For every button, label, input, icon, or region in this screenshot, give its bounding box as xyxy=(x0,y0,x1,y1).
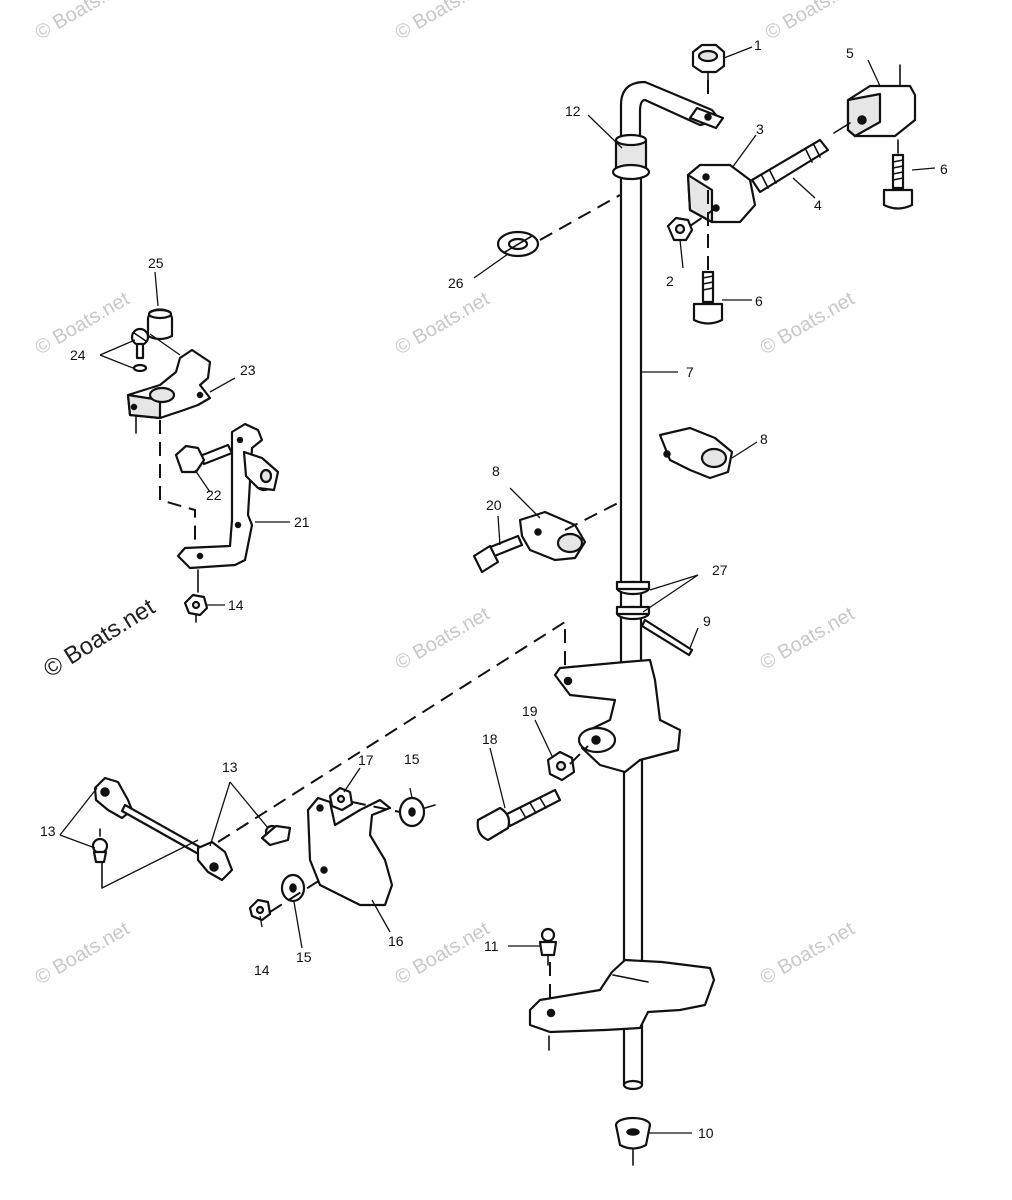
watermark: © Boats.net xyxy=(392,918,494,990)
bracket-3 xyxy=(686,163,757,224)
washer-15a xyxy=(398,796,436,828)
bushing-12 xyxy=(611,133,651,181)
bracket-21 xyxy=(176,422,280,570)
watermark: © Boats.net xyxy=(757,918,859,990)
callout-6b: 6 xyxy=(755,293,763,309)
axis-line xyxy=(351,801,401,813)
bolt-20 xyxy=(472,534,524,574)
clip-26 xyxy=(496,230,540,258)
callout-20: 20 xyxy=(486,497,502,513)
callout-15a: 15 xyxy=(404,751,420,767)
bracket-8-left xyxy=(518,510,587,562)
watermark: © Boats.net xyxy=(757,288,859,360)
watermark: © Boats.net xyxy=(762,0,864,44)
callout-19: 19 xyxy=(522,703,538,719)
callout-7: 7 xyxy=(686,364,694,380)
callout-13b: 13 xyxy=(40,823,56,839)
rings-27 xyxy=(615,580,651,621)
watermarks: © Boats.net © Boats.net © Boats.net © Bo… xyxy=(32,0,864,989)
watermark: © Boats.net xyxy=(757,603,859,675)
callout-15b: 15 xyxy=(296,949,312,965)
nut-2 xyxy=(666,216,694,242)
leader-line xyxy=(154,271,159,307)
callout-11: 11 xyxy=(484,938,499,954)
callout-21: 21 xyxy=(294,514,310,530)
nut-14b xyxy=(248,898,272,922)
ball-joint-11 xyxy=(538,927,558,966)
axis-line xyxy=(269,879,321,913)
nut-19 xyxy=(546,750,576,782)
callout-5: 5 xyxy=(846,45,854,61)
screw-24 xyxy=(130,327,150,373)
callout-1: 1 xyxy=(754,37,762,53)
pin-9 xyxy=(640,618,694,657)
callout-24: 24 xyxy=(70,347,86,363)
watermark: © Boats.net xyxy=(392,0,494,44)
rod-4 xyxy=(750,138,830,194)
leader-lines xyxy=(59,46,936,1134)
axis-line xyxy=(539,194,621,241)
nut-1 xyxy=(691,43,726,81)
callout-25: 25 xyxy=(148,255,164,271)
link-rod-13 xyxy=(91,776,292,889)
plate-23 xyxy=(126,348,212,420)
nut-17 xyxy=(328,786,354,812)
upper-arm-assembly xyxy=(553,658,682,774)
axis-line xyxy=(159,420,196,548)
callout-13a: 13 xyxy=(222,759,238,775)
watermark-primary: © Boats.net xyxy=(39,593,160,683)
bracket-16 xyxy=(306,796,394,907)
callout-numbers: 1 2 3 4 5 6 6 7 8 8 9 10 11 12 13 13 14 … xyxy=(40,37,948,1141)
callout-14a: 14 xyxy=(228,597,244,613)
watermark: © Boats.net xyxy=(32,0,134,44)
axis-line xyxy=(564,501,621,531)
bracket-8-right xyxy=(658,426,734,480)
bolt-6a xyxy=(882,139,914,210)
callout-12: 12 xyxy=(565,103,581,119)
callout-6a: 6 xyxy=(940,161,948,177)
callout-9: 9 xyxy=(703,613,711,629)
callout-23: 23 xyxy=(240,362,256,378)
watermark: © Boats.net xyxy=(392,288,494,360)
callout-18: 18 xyxy=(482,731,498,747)
callout-8b: 8 xyxy=(492,463,500,479)
callout-17: 17 xyxy=(358,752,374,768)
link-line xyxy=(217,620,566,843)
bolt-18 xyxy=(476,788,562,842)
watermark: © Boats.net xyxy=(392,603,494,675)
bolt-6b xyxy=(692,270,724,325)
callout-27: 27 xyxy=(712,562,728,578)
callout-8a: 8 xyxy=(760,431,768,447)
callout-14b: 14 xyxy=(254,962,270,978)
lower-arm xyxy=(528,958,716,1034)
callout-22: 22 xyxy=(206,487,222,503)
callout-16: 16 xyxy=(388,933,404,949)
callout-2: 2 xyxy=(666,273,674,289)
watermark: © Boats.net xyxy=(32,918,134,990)
nut-14a xyxy=(183,593,209,623)
cap-25 xyxy=(146,308,174,341)
callout-10: 10 xyxy=(698,1125,714,1141)
callout-4: 4 xyxy=(814,197,822,213)
bolt-22 xyxy=(174,443,234,474)
block-5 xyxy=(833,64,917,138)
bushing-10 xyxy=(614,1116,652,1166)
axis-line xyxy=(569,745,589,765)
callout-3: 3 xyxy=(756,121,764,137)
callout-26: 26 xyxy=(448,275,464,291)
axis-line xyxy=(689,207,717,227)
